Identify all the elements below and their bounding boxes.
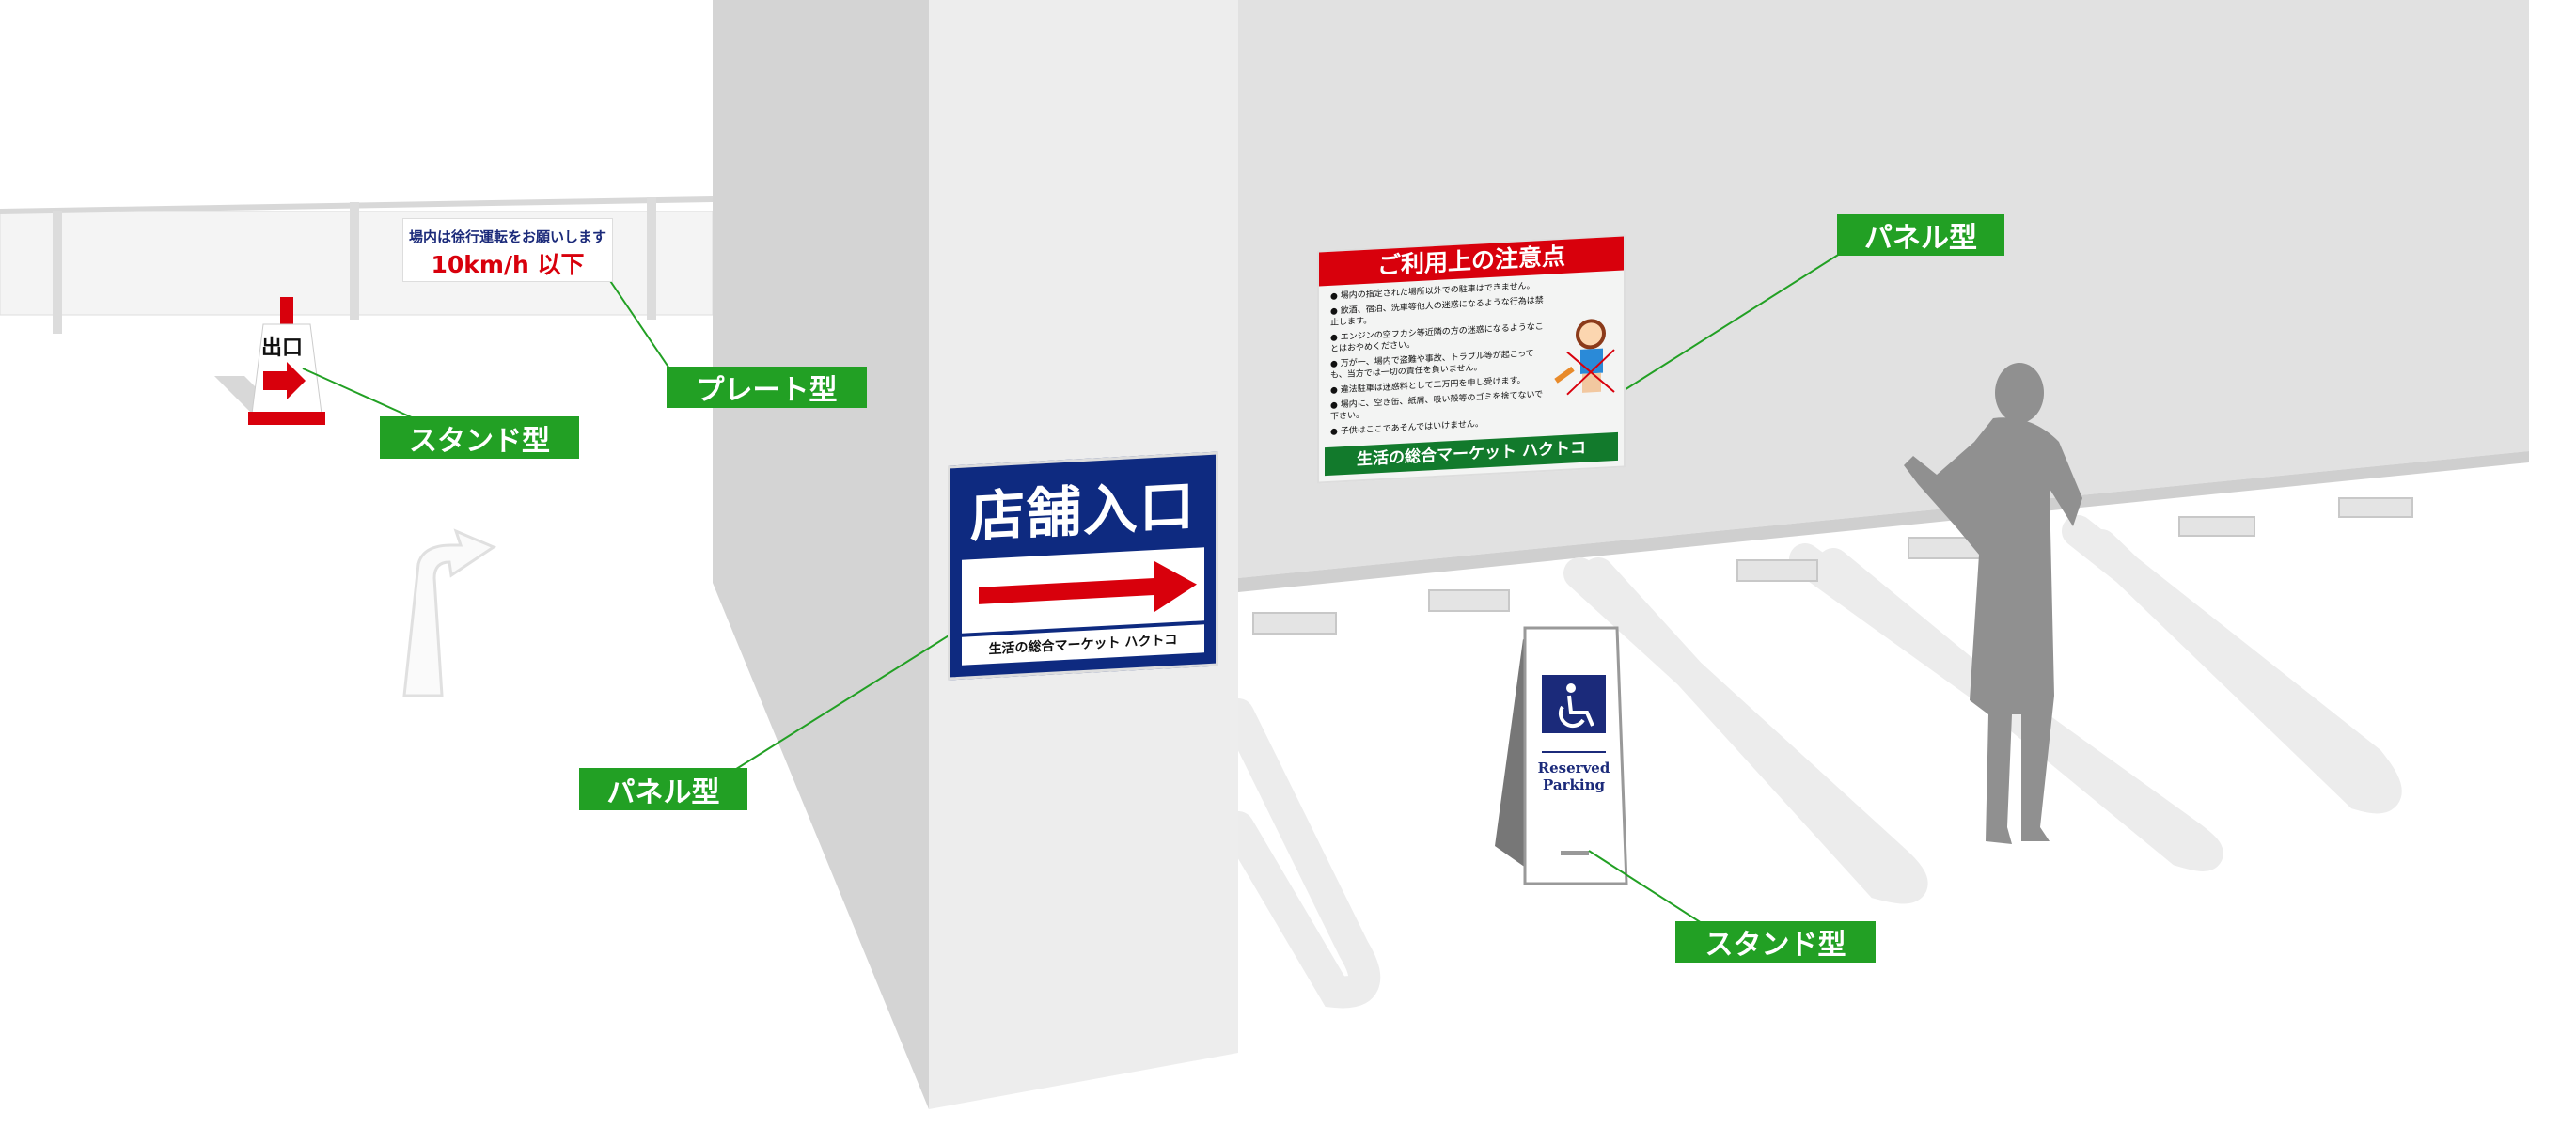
plate-line1: 場内は徐行運転をお願いします: [408, 228, 606, 245]
child-no-play-icon: [1554, 319, 1615, 396]
label-plate: プレート型: [667, 367, 867, 408]
label-stand-right: スタンド型: [1675, 921, 1876, 963]
a-frame-stand: [1495, 626, 1628, 885]
label-panel-left: パネル型: [579, 768, 747, 810]
reserved-line1: Reserved: [1537, 760, 1610, 776]
wall-curb: [1238, 451, 2529, 592]
parking-stripes: [1222, 515, 2402, 1009]
floor-arrow: [402, 528, 497, 697]
arrow-right-icon: [962, 547, 1204, 634]
label-panel-right: パネル型: [1837, 214, 2004, 256]
cone-sign-text: 出口: [261, 337, 304, 360]
notice-panel: ご利用上の注意点 場内の指定された場所以外での駐車はできません。 飲酒、宿泊、洗…: [1317, 234, 1626, 484]
traffic-cone: [214, 297, 325, 425]
wheel-stops: [1252, 497, 2413, 634]
label-stand-left: スタンド型: [380, 416, 579, 459]
store-sign-title: 店舗入口: [969, 473, 1196, 550]
store-entrance-sign: 店舗入口 生活の総合マーケット ハクトコ: [948, 451, 1218, 681]
pillar-side: [713, 0, 929, 1109]
arrow-right-icon: [263, 362, 306, 400]
speed-limit-plate: 場内は徐行運転をお願いします 10km/h 以下: [402, 218, 613, 282]
plate-line2: 10km/h 以下: [431, 251, 585, 278]
person-silhouette: [1904, 363, 2082, 844]
reserved-parking-text: Reserved Parking: [1529, 760, 1619, 793]
notice-list: 場内の指定された場所以外での駐車はできません。 飲酒、宿泊、洗車等他人の迷惑にな…: [1330, 280, 1548, 442]
reserved-line2: Parking: [1543, 776, 1605, 793]
